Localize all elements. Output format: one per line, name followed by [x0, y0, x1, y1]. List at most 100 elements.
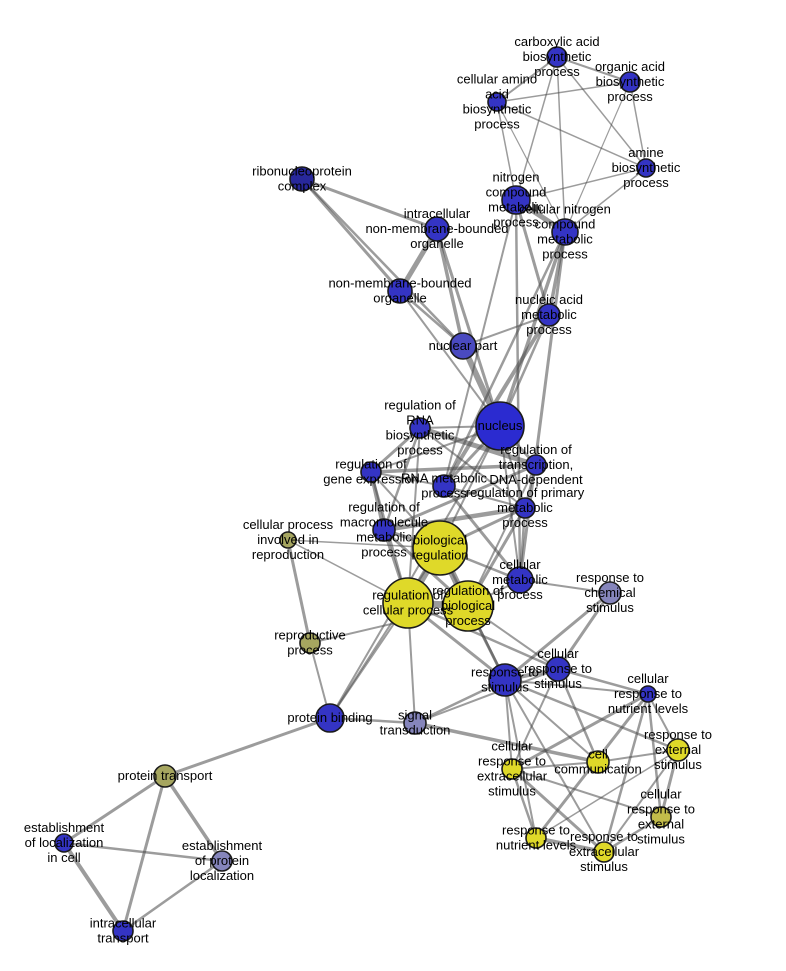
- edge-cncm-nucleus[interactable]: [498, 230, 567, 428]
- edge-amino-ncm[interactable]: [496, 101, 517, 201]
- edge-org-amino[interactable]: [496, 81, 631, 103]
- edge-elc-it[interactable]: [62, 841, 125, 933]
- edge-rnp-inmbo[interactable]: [300, 177, 439, 231]
- edge-rpm-rmm[interactable]: [381, 505, 528, 533]
- edge-carb-amine[interactable]: [556, 56, 647, 169]
- node-pb[interactable]: [315, 703, 345, 733]
- edge-crnl-crecs[interactable]: [510, 692, 650, 771]
- node-recs[interactable]: [593, 841, 615, 863]
- edge-nmbo-npart[interactable]: [398, 289, 465, 348]
- node-st[interactable]: [403, 711, 427, 735]
- edge-cpr-repro[interactable]: [286, 538, 312, 645]
- node-carb[interactable]: [546, 46, 568, 68]
- edge-crstim-crnl[interactable]: [556, 667, 650, 696]
- node-crstim[interactable]: [545, 656, 571, 682]
- edge-rext-comm[interactable]: [597, 749, 679, 763]
- node-crecs[interactable]: [501, 758, 523, 780]
- node-amine[interactable]: [636, 158, 656, 178]
- edge-org-cncm[interactable]: [564, 81, 631, 233]
- node-inmbo[interactable]: [424, 216, 450, 242]
- edge-elc-epl[interactable]: [62, 841, 224, 863]
- node-rbp[interactable]: [442, 580, 494, 632]
- node-cncm[interactable]: [551, 218, 579, 246]
- node-epl[interactable]: [211, 850, 233, 872]
- edge-carb-cncm[interactable]: [556, 56, 566, 233]
- node-rchem[interactable]: [598, 581, 622, 605]
- edge-rrb-rcp[interactable]: [407, 427, 421, 604]
- edge-pt-elc[interactable]: [62, 774, 167, 845]
- edge-epl-it[interactable]: [121, 859, 224, 933]
- node-elc[interactable]: [54, 833, 74, 853]
- node-rmm[interactable]: [372, 518, 396, 542]
- edge-rrb-rmm[interactable]: [382, 426, 422, 532]
- edge-crnl-recs[interactable]: [602, 692, 650, 854]
- edge-crnl-crext[interactable]: [646, 692, 663, 819]
- edge-inmbo-nucleus[interactable]: [435, 227, 502, 428]
- edge-inmbo-npart[interactable]: [435, 227, 465, 348]
- edge-amino-cncm[interactable]: [496, 101, 566, 233]
- edge-nmbo-nucleus[interactable]: [399, 290, 501, 427]
- edge-amino-amine[interactable]: [496, 101, 647, 169]
- edge-crext-recs[interactable]: [602, 815, 663, 854]
- edge-crstim-rchem[interactable]: [556, 591, 612, 671]
- edge-repro-rbp[interactable]: [309, 605, 469, 644]
- edge-rnp-npart[interactable]: [300, 177, 465, 348]
- node-it[interactable]: [112, 920, 134, 942]
- edge-cmet-rchem[interactable]: [519, 579, 611, 594]
- edge-org-amine[interactable]: [629, 81, 647, 169]
- node-npart[interactable]: [449, 332, 477, 360]
- node-rnam[interactable]: [432, 474, 456, 498]
- edge-pt-epl[interactable]: [163, 774, 224, 863]
- edge-rtx-rge[interactable]: [369, 463, 538, 474]
- edge-rstim-rnl[interactable]: [504, 679, 537, 839]
- edge-rrb-rge[interactable]: [369, 426, 422, 474]
- node-pt[interactable]: [153, 764, 177, 788]
- edge-rstim-comm[interactable]: [504, 679, 599, 763]
- node-repro[interactable]: [299, 632, 321, 654]
- node-rpm[interactable]: [514, 497, 536, 519]
- edge-amine-cncm[interactable]: [564, 167, 647, 233]
- edge-crecs-rnl[interactable]: [510, 767, 538, 840]
- node-cpr[interactable]: [279, 531, 297, 549]
- node-rnp[interactable]: [289, 166, 315, 192]
- edge-crecs-recs[interactable]: [510, 767, 606, 854]
- node-comm[interactable]: [586, 750, 610, 774]
- node-crnl[interactable]: [639, 685, 657, 703]
- edge-comm-st[interactable]: [413, 721, 600, 764]
- edge-rnl-recs[interactable]: [534, 836, 606, 854]
- edge-rext-rnl[interactable]: [535, 749, 679, 839]
- node-ncm[interactable]: [501, 185, 531, 215]
- edge-rrb-rtx[interactable]: [417, 425, 539, 468]
- node-nam[interactable]: [537, 303, 561, 327]
- edge-rnam-rpm[interactable]: [443, 485, 526, 509]
- edge-crstim-st[interactable]: [414, 668, 559, 724]
- node-rrb[interactable]: [409, 417, 431, 439]
- node-cmet[interactable]: [506, 566, 534, 594]
- edge-amine-ncm[interactable]: [515, 167, 647, 201]
- node-rstim[interactable]: [488, 663, 522, 697]
- edge-comm-crecs[interactable]: [511, 761, 599, 770]
- node-rnl[interactable]: [525, 827, 547, 849]
- edge-carb-org[interactable]: [556, 56, 631, 83]
- node-rtx[interactable]: [525, 454, 547, 476]
- edge-rext-recs[interactable]: [603, 749, 679, 853]
- edge-pt-it[interactable]: [121, 774, 167, 933]
- edge-carb-ncm[interactable]: [515, 56, 558, 201]
- edge-pb-pt[interactable]: [163, 716, 332, 778]
- edge-pb-nucleus[interactable]: [329, 425, 501, 719]
- edge-rtx-rmm[interactable]: [382, 463, 538, 532]
- edge-nam-rnam[interactable]: [442, 313, 551, 488]
- node-nucleus[interactable]: [475, 401, 525, 451]
- node-rge[interactable]: [360, 461, 382, 483]
- edge-rstim-crnl[interactable]: [504, 679, 649, 695]
- edge-crstim-comm[interactable]: [556, 667, 600, 764]
- node-bioreg[interactable]: [412, 520, 468, 576]
- node-rext[interactable]: [666, 738, 690, 762]
- edge-rge-rnam[interactable]: [370, 471, 445, 487]
- edge-rstim-rchem[interactable]: [503, 591, 612, 682]
- edge-cncm-cmet[interactable]: [518, 230, 567, 582]
- edge-crecs-crext[interactable]: [511, 768, 662, 818]
- node-org[interactable]: [619, 71, 641, 93]
- node-amino[interactable]: [487, 92, 507, 112]
